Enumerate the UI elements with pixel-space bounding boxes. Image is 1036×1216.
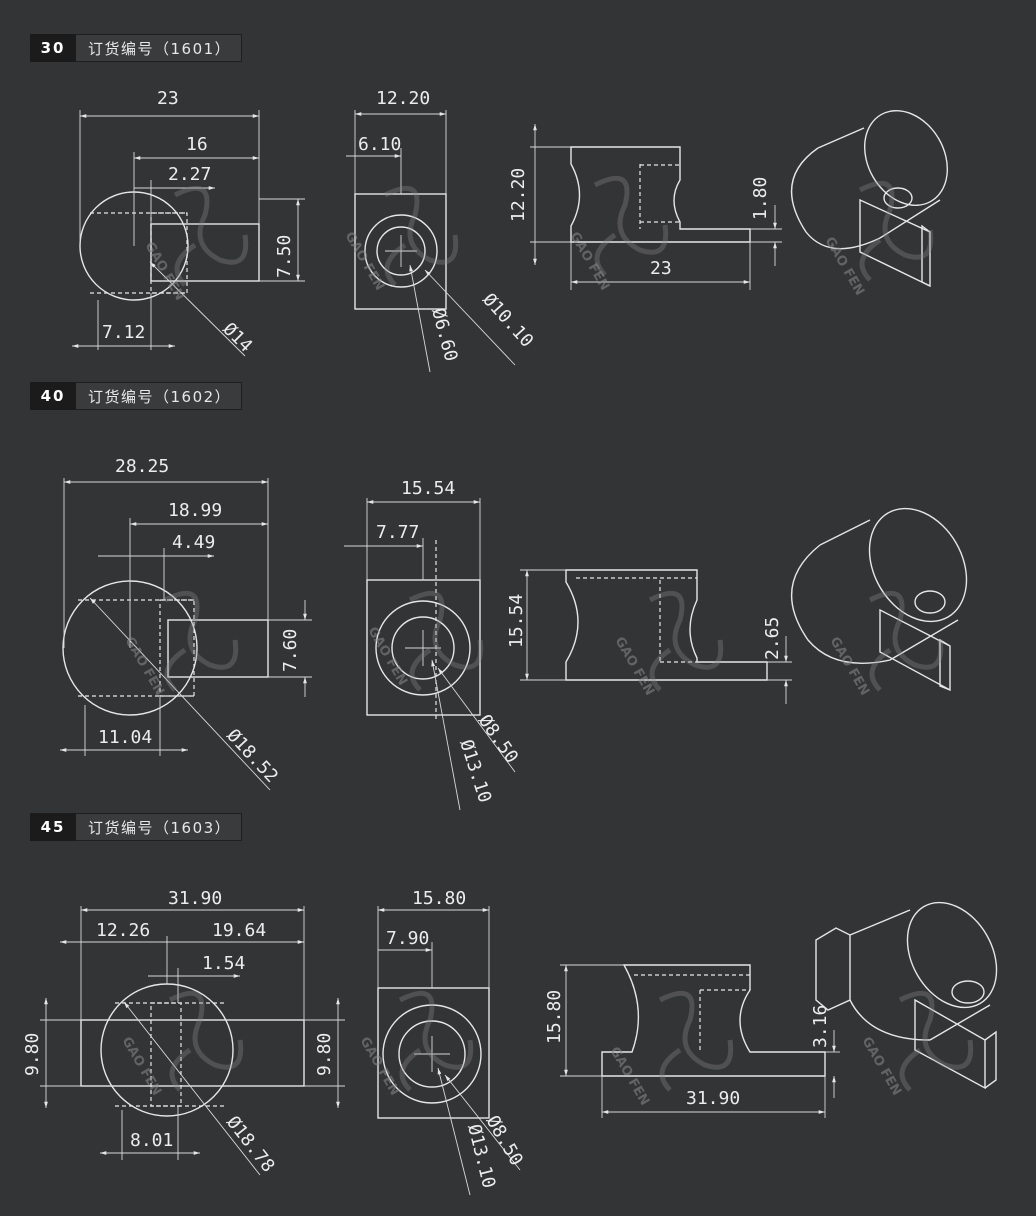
section-label-1601: 30 订货编号（1601）	[30, 34, 243, 62]
dim-prof-t: 1.80	[750, 177, 771, 220]
dim-12-26: 12.26	[96, 920, 150, 941]
dim-7-12: 7.12	[102, 322, 145, 343]
drawing-1601-profile: 12.20 23 1.80	[508, 124, 782, 290]
dim-d18-78: Ø18.78	[222, 1112, 279, 1176]
dim-d10-10: Ø10.10	[478, 289, 537, 351]
drawing-1603-side: 15.80 7.90 Ø8.50 Ø13.10	[377, 888, 527, 1196]
dim-prof-h: 15.54	[506, 594, 527, 648]
drawing-1602-isometric	[790, 507, 968, 692]
gao-fen-logo-watermark: GAO FEN	[342, 185, 459, 293]
dim-side-half: 7.90	[386, 928, 429, 949]
gao-fen-logo-watermark: GAO FEN	[119, 990, 244, 1098]
dim-9-80-left: 9.80	[22, 1033, 43, 1076]
dim-7-60: 7.60	[280, 629, 301, 672]
dim-d14: Ø14	[218, 319, 256, 357]
order-number: 订货编号（1602）	[76, 382, 243, 410]
dim-4-49: 4.49	[172, 532, 215, 553]
drawing-1601-front: 23 16 2.27 7.50 7.12 Ø14	[72, 88, 305, 357]
size-badge: 30	[30, 34, 76, 62]
dim-d13-10: Ø13.10	[455, 737, 495, 805]
dim-9-80-right: 9.80	[314, 1033, 335, 1076]
order-number: 订货编号（1601）	[76, 34, 243, 62]
drawing-1603-isometric	[815, 901, 998, 1090]
dim-total: 31.90	[168, 888, 222, 909]
gao-fen-logo-watermark: GAO FEN	[122, 590, 239, 699]
svg-text:GAO FEN: GAO FEN	[859, 1035, 904, 1099]
dim-prof-t: 3.16	[810, 1005, 831, 1048]
dim-prof-h: 15.80	[544, 990, 565, 1044]
gao-fen-logo-watermark: GAO FEN	[827, 590, 944, 699]
dim-prof-t: 2.65	[762, 617, 783, 660]
dim-11-04: 11.04	[98, 727, 152, 748]
dim-7-50: 7.50	[274, 235, 295, 278]
drawing-1602-front: 28.25 18.99 4.49 7.60 11.04 Ø18.52	[60, 456, 312, 791]
size-badge: 45	[30, 813, 76, 841]
drawing-1603-profile: 15.80 31.90 3.16	[544, 964, 840, 1118]
svg-text:GAO FEN: GAO FEN	[612, 635, 657, 699]
svg-text:GAO FEN: GAO FEN	[827, 635, 872, 699]
dim-prof-w: 31.90	[686, 1088, 740, 1109]
drawing-1601-isometric	[790, 110, 949, 288]
dim-total: 23	[157, 88, 179, 109]
dim-side-half: 6.10	[358, 134, 401, 155]
dim-8-01: 8.01	[130, 1130, 173, 1151]
gao-fen-logo-watermark: GAO FEN	[612, 590, 724, 699]
dim-1-54: 1.54	[202, 953, 245, 974]
dim-16: 16	[186, 134, 208, 155]
dim-19-64: 19.64	[212, 920, 266, 941]
dim-side-half: 7.77	[376, 522, 419, 543]
dim-prof-h: 12.20	[508, 168, 529, 222]
dim-d18-52: Ø18.52	[222, 725, 282, 787]
svg-text:GAO FEN: GAO FEN	[142, 240, 187, 304]
section-label-1603: 45 订货编号（1603）	[30, 813, 243, 841]
drawing-1601-side: 12.20 6.10 Ø6.60 Ø10.10	[346, 88, 537, 373]
dim-2-27: 2.27	[168, 164, 211, 185]
watermarks: GAO FEN GAO FEN GAO FEN GAO FEN GAO FEN …	[119, 175, 974, 1108]
svg-text:GAO FEN: GAO FEN	[357, 1035, 402, 1099]
dim-d6-60: Ø6.60	[427, 306, 461, 364]
dim-prof-w: 23	[650, 258, 672, 279]
gao-fen-logo-watermark: GAO FEN	[142, 185, 249, 304]
dim-18-99: 18.99	[168, 500, 222, 521]
order-number: 订货编号（1603）	[76, 813, 243, 841]
dim-side-w: 12.20	[376, 88, 430, 109]
dim-side-w: 15.80	[412, 888, 466, 909]
gao-fen-logo-watermark: GAO FEN	[822, 180, 934, 298]
section-label-1602: 40 订货编号（1602）	[30, 382, 243, 410]
svg-text:GAO FEN: GAO FEN	[122, 635, 167, 699]
svg-text:GAO FEN: GAO FEN	[567, 230, 612, 294]
size-badge: 40	[30, 382, 76, 410]
dim-total: 28.25	[115, 456, 169, 477]
dim-side-w: 15.54	[401, 478, 455, 499]
drawing-1602-profile: 15.54 2.65	[506, 569, 792, 704]
drawing-1603-front: 31.90 12.26 19.64 1.54 9.80 9.80 8.01 Ø1…	[22, 888, 345, 1176]
